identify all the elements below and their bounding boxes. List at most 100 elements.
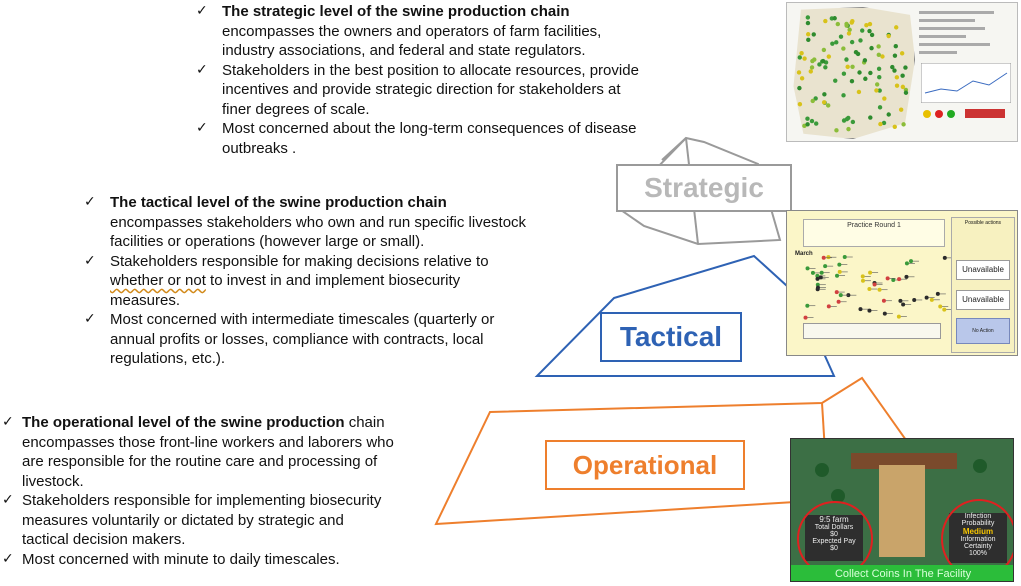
facility-dot <box>904 274 909 279</box>
facility-dot <box>912 297 917 302</box>
operational-game-screenshot: 9:5 farm Total Dollars $0 Expected Pay $… <box>790 438 1014 582</box>
farm-dot <box>886 112 891 117</box>
farm-dot <box>893 44 898 49</box>
farm-dot <box>841 93 846 98</box>
farm-dot <box>805 20 811 26</box>
tactical-label: Tactical <box>600 312 742 362</box>
facility-dot <box>867 308 872 313</box>
farm-dot <box>899 51 905 56</box>
check-mark-icon: ✓ <box>2 414 14 430</box>
farm-dot <box>822 92 827 97</box>
farm-dot <box>844 57 849 62</box>
operational-label: Operational <box>545 440 745 490</box>
check-mark-icon: ✓ <box>2 492 14 508</box>
farm-dot <box>900 84 906 90</box>
farm-dot <box>821 47 827 53</box>
dashboard-chart <box>921 63 1011 103</box>
indicator-lights <box>923 109 1005 118</box>
farm-dot <box>898 107 904 112</box>
farm-dot <box>862 58 868 63</box>
spellcheck-underline: whether or not <box>110 272 206 289</box>
farm-dot <box>806 37 811 43</box>
farm-dot <box>826 54 832 59</box>
farm-dot <box>877 75 882 80</box>
action-option-a[interactable]: Unavailable <box>956 260 1010 280</box>
facility-dot <box>929 297 934 302</box>
facility-dot <box>835 273 840 278</box>
strategic-label: Strategic <box>616 164 792 212</box>
farm-dot <box>832 16 837 21</box>
farm-dot <box>805 15 811 20</box>
facility-dot <box>858 307 863 312</box>
farm-dot <box>850 119 856 125</box>
farm-dot <box>841 46 846 51</box>
farm-dot <box>874 88 879 93</box>
operational-bullet: ✓Stakeholders responsible for implementi… <box>2 492 382 548</box>
farm-dot <box>841 71 847 76</box>
farm-dot <box>820 58 826 64</box>
facility-dot <box>815 285 820 290</box>
possible-actions-panel: Possible actions Unavailable Unavailable… <box>951 217 1015 353</box>
facility-dot <box>867 287 872 292</box>
farm-dot <box>821 100 827 105</box>
facility-dot <box>935 291 940 296</box>
farm-dot <box>877 88 882 93</box>
farm-dot <box>876 52 881 58</box>
farm-dot <box>850 64 855 69</box>
farm-dot <box>892 68 897 73</box>
farm-dot <box>849 20 854 25</box>
farm-dot <box>796 70 802 75</box>
farm-dot <box>812 57 817 62</box>
no-action-button[interactable]: No Action <box>956 318 1010 344</box>
facility-dot <box>826 304 831 309</box>
farm-dot <box>849 39 855 45</box>
facility-dot <box>810 270 815 275</box>
strategic-map-screenshot <box>786 2 1018 142</box>
farm-dot <box>825 103 831 108</box>
tree-icon <box>973 459 987 473</box>
facility-dot <box>834 290 839 295</box>
farm-dot <box>835 21 841 27</box>
farm-dot <box>868 115 873 120</box>
farm-dot <box>797 85 802 91</box>
farm-dot <box>880 54 885 59</box>
farm-dot <box>869 32 875 38</box>
check-mark-icon: ✓ <box>196 120 208 136</box>
facility-dot <box>908 259 913 264</box>
check-mark-icon: ✓ <box>84 252 96 269</box>
farm-dot <box>863 76 868 81</box>
farm-dot <box>838 34 844 39</box>
farm-dot <box>894 75 900 80</box>
farm-dot <box>856 89 862 95</box>
tactical-bullet: ✓Most concerned with intermediate timesc… <box>84 311 495 367</box>
objective-banner: Collect Coins In The Facility <box>791 565 1013 581</box>
farm-dot <box>810 98 815 104</box>
farm-dot <box>901 122 906 127</box>
farm-dot <box>817 62 822 67</box>
farm-dot <box>797 102 803 107</box>
farm-dot <box>903 90 909 95</box>
facility-dot <box>836 299 841 304</box>
farm-dot <box>833 78 838 83</box>
farm-dot <box>813 96 818 101</box>
facility-dot <box>904 261 909 266</box>
tactical-bullet: ✓Stakeholders responsible for making dec… <box>84 252 489 309</box>
farm-dot <box>802 56 807 61</box>
facility-dot <box>885 276 890 281</box>
round-header: Practice Round 1 <box>803 219 945 247</box>
facility-dot <box>901 302 906 307</box>
check-mark-icon: ✓ <box>84 194 96 210</box>
farm-dot <box>834 40 839 45</box>
farm-dot <box>853 49 859 55</box>
farm-dots <box>796 15 909 133</box>
operational-bullet-list: ✓The operational level of the swine prod… <box>2 413 394 569</box>
facility-dot <box>805 266 810 271</box>
operational-bullet: ✓The operational level of the swine prod… <box>2 414 394 490</box>
action-option-b[interactable]: Unavailable <box>956 290 1010 310</box>
farm-dot <box>847 27 852 32</box>
farm-dot <box>894 25 899 30</box>
barn-roof <box>851 453 957 469</box>
possible-actions-title: Possible actions <box>964 220 1002 226</box>
farm-dot <box>868 70 873 76</box>
farm-dot <box>811 32 816 37</box>
